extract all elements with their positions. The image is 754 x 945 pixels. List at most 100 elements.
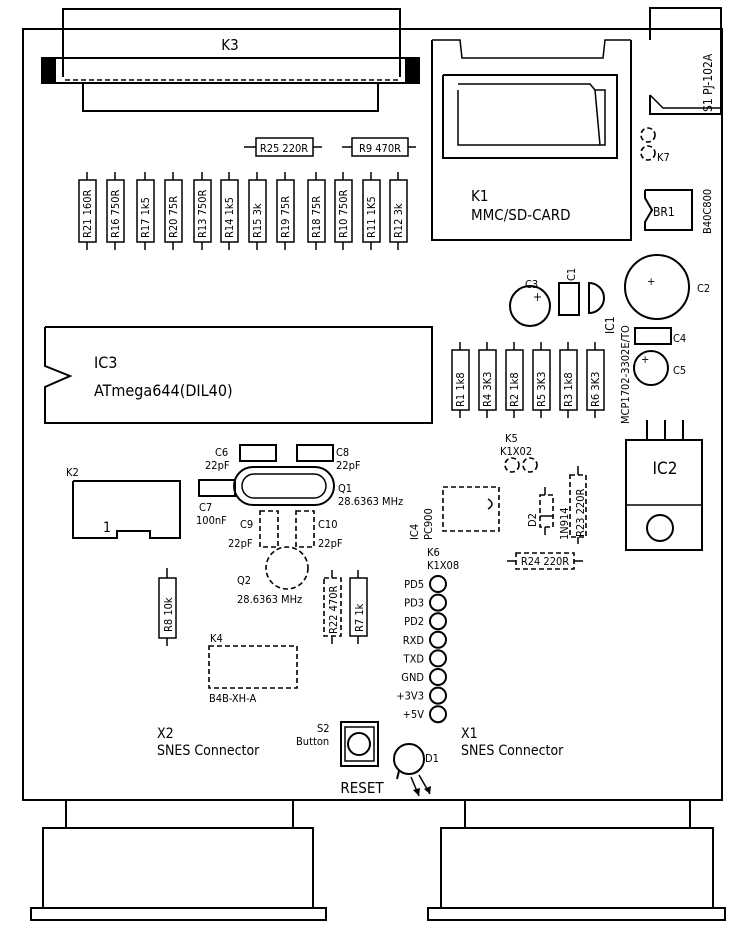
br1-part: B40C800	[701, 189, 714, 234]
resistor-r4: R4 3K3	[478, 342, 497, 418]
resistor-r6: R6 3K3	[586, 342, 605, 418]
c7-label: C7	[199, 501, 212, 514]
capacitor-c1: C1	[558, 268, 580, 316]
resistor-r5: R5 3K3	[532, 342, 551, 418]
r25-label: R25 220R	[260, 142, 308, 155]
sdcard-socket-k1: K1 MMC/SD-CARD	[431, 39, 632, 241]
x2-ref: X2	[157, 726, 174, 742]
d1-label: D1	[425, 752, 439, 765]
r7-label: R7 1k	[353, 603, 366, 632]
ic4-ref: IC4	[408, 524, 421, 540]
k6-label: K6	[427, 546, 440, 559]
c6-value: 22pF	[205, 459, 230, 472]
k1-ref: K1	[471, 187, 488, 205]
c8-label: C8	[336, 446, 349, 459]
header-pin	[429, 630, 447, 649]
d2-ref: D2	[526, 513, 539, 527]
capacitor-c5: + C5	[633, 350, 686, 386]
r22-label: R22 470R	[327, 585, 340, 634]
ic1-part: MCP1702-3302E/TO	[619, 325, 632, 424]
reset-button-s2[interactable]: S2 Button RESET	[296, 721, 384, 797]
diode-d2: D2 1N914	[526, 487, 571, 540]
ic1-regulator: IC1 MCP1702-3302E/TO	[588, 281, 632, 424]
pin-label-2: PD2	[404, 615, 424, 628]
x2-label-block: X2 SNES Connector	[157, 726, 260, 759]
k5-label: K5	[505, 432, 518, 445]
x1-label-block: X1 SNES Connector	[461, 726, 564, 759]
bridge-rectifier-br1: BR1 B40C800	[644, 189, 714, 234]
capacitor-c9: C9 22pF	[228, 510, 279, 550]
c1-label: C1	[565, 268, 578, 281]
q1-ref: Q1	[338, 482, 352, 495]
pin-label-0: PD5	[404, 578, 424, 591]
ic2-to220: IC2	[625, 420, 703, 551]
resistor-label: R11 1K5	[365, 196, 378, 238]
capacitor-c10: C10 22pF	[295, 510, 343, 550]
resistor-label: R3 1k8	[562, 372, 575, 407]
resistor-r2: R2 1k8	[505, 342, 524, 418]
resistor-label: R21 160R	[81, 189, 94, 238]
capacitor-c2: + C2	[624, 254, 710, 320]
ic3-atmega644: IC3 ATmega644(DIL40)	[44, 326, 433, 424]
resistor-label: R19 75R	[279, 196, 292, 238]
x2-desc: SNES Connector	[157, 743, 260, 759]
resistor-r13: R13 750R	[193, 172, 212, 250]
crystal-q2: Q2 28.6363 MHz	[237, 546, 309, 606]
resistor-label: R5 3K3	[535, 372, 548, 407]
r24-label: R24 220R	[521, 555, 569, 568]
pcb-outline	[22, 28, 723, 801]
k2-pin1: 1	[103, 520, 111, 536]
resistor-r20: R20 75R	[164, 172, 183, 250]
ic3-part: ATmega644(DIL40)	[94, 381, 233, 400]
resistor-r12: R12 3k	[389, 172, 408, 250]
capacitor-c3: + C3	[509, 278, 551, 327]
resistor-label: R17 1k5	[139, 197, 152, 238]
c10-value: 22pF	[318, 537, 343, 550]
resistor-r24: R24 220R	[507, 552, 583, 570]
c5-label: C5	[673, 364, 686, 377]
resistor-label: R13 750R	[196, 189, 209, 238]
capacitor-c6: C6 22pF	[205, 444, 277, 472]
power-jack-s1: S1 PJ-102A	[649, 7, 722, 115]
pin-label-1: PD3	[404, 597, 424, 610]
svg-text:+: +	[647, 275, 655, 288]
resistor-r10: R10 750R	[334, 172, 353, 250]
ic4-part: PC900	[422, 508, 435, 540]
resistor-r1: R1 1k8	[451, 342, 470, 418]
s2-type: Button	[296, 735, 329, 748]
connector-k4: K4 B4B-XH-A	[208, 632, 298, 705]
resistor-r7: R7 1k	[349, 570, 368, 644]
connector-k2: K2 1	[66, 466, 181, 539]
resistor-r8: R8 10k	[158, 568, 177, 646]
c8-value: 22pF	[336, 459, 361, 472]
q2-value: 28.6363 MHz	[237, 593, 302, 606]
c6-label: C6	[215, 446, 228, 459]
resistor-r23: R23 220R	[569, 466, 587, 544]
resistor-r16: R16 750R	[106, 172, 125, 250]
resistor-label: R14 1k5	[223, 197, 236, 238]
k3-label: K3	[221, 36, 238, 54]
resistor-label: R6 3K3	[589, 372, 602, 407]
pin-label-6: +3V3	[396, 690, 424, 703]
svg-text:+: +	[533, 290, 542, 304]
resistor-r15: R15 3k	[248, 172, 267, 250]
pin-label-3: RXD	[403, 634, 425, 647]
crystal-q1: Q1 28.6363 MHz	[233, 466, 403, 508]
c3-label: C3	[525, 278, 538, 291]
resistor-r22: R22 470R	[323, 570, 342, 644]
s2-ref: S2	[317, 722, 330, 735]
resistor-r14: R14 1k5	[220, 172, 239, 250]
resistor-r17: R17 1k5	[136, 172, 155, 250]
reset-label: RESET	[340, 779, 384, 797]
c4-label: C4	[673, 332, 686, 345]
s1-label: S1 PJ-102A	[701, 53, 715, 112]
resistor-r11: R11 1K5	[362, 172, 381, 250]
resistor-label: R1 1k8	[454, 372, 467, 407]
header-pin	[429, 612, 447, 631]
c7-value: 100nF	[196, 514, 227, 527]
resistor-label: R20 75R	[167, 196, 180, 238]
q2-ref: Q2	[237, 574, 251, 587]
capacitor-c7: C7 100nF	[196, 479, 236, 527]
